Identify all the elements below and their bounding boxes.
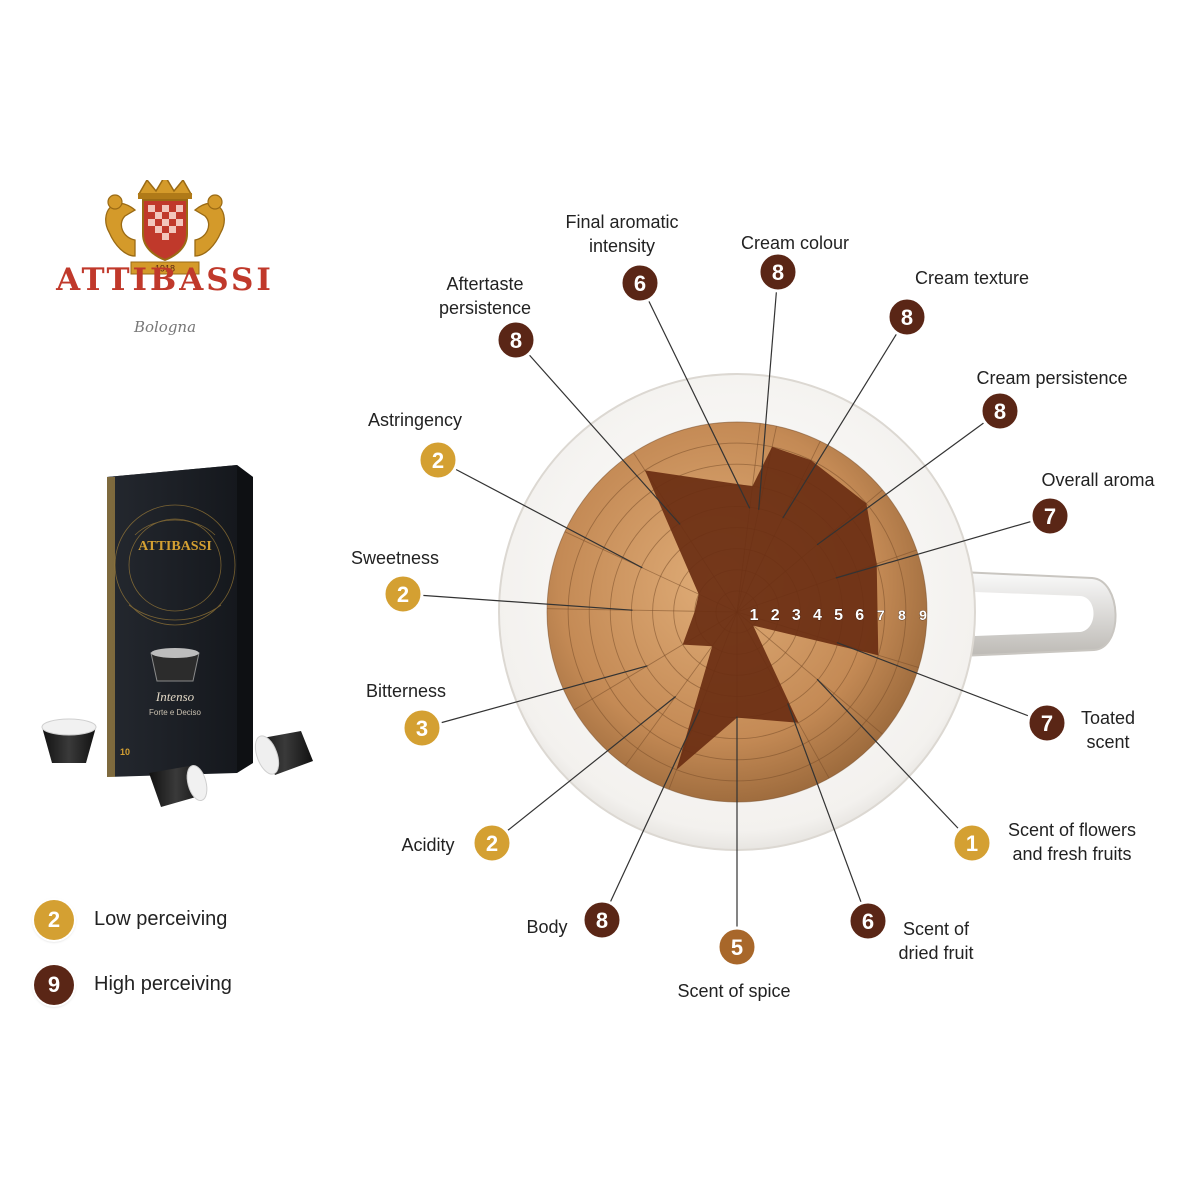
- axis-label-text: and fresh fruits: [1012, 844, 1131, 864]
- radar-scale-tick: 6: [855, 607, 864, 624]
- legend-label-low: Low perceiving: [94, 908, 228, 930]
- brand-crest-logo: 1918: [105, 180, 225, 275]
- axis-leader-line: [515, 339, 681, 525]
- box-variant-text: Intenso: [155, 689, 195, 704]
- axis-value-text: 2: [486, 831, 498, 856]
- axis-label-text: Body: [526, 917, 567, 937]
- axis-value-badge: [382, 573, 424, 615]
- radar-scale-tick: 1: [750, 607, 759, 624]
- axis-value-text: 5: [731, 935, 743, 960]
- legend-label-high: High perceiving: [94, 973, 232, 995]
- axis-value-badge: [847, 900, 889, 942]
- axis-leader-line: [491, 696, 676, 844]
- axis-leader-line: [787, 703, 869, 922]
- axis-leader-line: [836, 642, 1048, 724]
- axis-value-badge: [1026, 702, 1068, 744]
- axis-label-text: Final aromatic: [565, 212, 678, 232]
- axis-value-badge: [886, 296, 928, 338]
- axis-leader-line: [816, 678, 973, 844]
- axis-leader-line: [816, 410, 1001, 546]
- radar-scale-tick: 4: [813, 607, 822, 624]
- axis-leader-line: [782, 316, 908, 519]
- radar-scale-tick: 8: [898, 607, 906, 623]
- axis-value-text: 2: [397, 582, 409, 607]
- legend-item-low: 2 Low perceiving: [34, 900, 334, 944]
- axis-value-text: 6: [634, 271, 646, 296]
- legend-badge-high: 9: [34, 965, 74, 1005]
- axis-label-text: Acidity: [401, 835, 454, 855]
- axis-label-text: Overall aroma: [1041, 470, 1155, 490]
- axis-label-text: Bitterness: [366, 681, 446, 701]
- axis-value-text: 3: [416, 716, 428, 741]
- radar-scale-tick: 3: [792, 607, 801, 624]
- axis-value-badge: [757, 251, 799, 293]
- brand-city: Bologna: [133, 318, 197, 336]
- brand-name: ATTIBASSI: [56, 262, 274, 298]
- radar-scale-tick: 5: [834, 607, 843, 624]
- axis-value-text: 7: [1044, 504, 1056, 529]
- axis-leader-line: [758, 271, 779, 510]
- axis-value-text: 8: [901, 305, 913, 330]
- axis-label-text: Astringency: [368, 410, 462, 430]
- axis-label-text: Aftertaste: [446, 274, 523, 294]
- radar-area: [645, 446, 879, 770]
- axis-value-badge: [979, 390, 1021, 432]
- box-capsule-count: 10: [120, 747, 130, 757]
- axis-label-text: Sweetness: [351, 548, 439, 568]
- axis-label-text: Cream persistence: [976, 368, 1127, 388]
- axis-value-text: 8: [994, 399, 1006, 424]
- axis-value-text: 8: [596, 908, 608, 933]
- axis-value-badge: [716, 926, 758, 968]
- radar-scale-tick: 7: [877, 607, 885, 623]
- axis-leader-line: [835, 515, 1051, 579]
- axis-leader-line: [601, 709, 701, 921]
- axis-value-badge: [495, 319, 537, 361]
- axis-label-text: Scent of spice: [677, 981, 790, 1001]
- box-brand-text: ATTIBASSI: [138, 539, 212, 554]
- legend-item-high: 9 High perceiving: [34, 965, 334, 1009]
- axis-labels: Final aromatic intensity Cream colourCream…: [351, 212, 1156, 1001]
- axis-label-text: persistence: [439, 298, 531, 318]
- axis-label-text: intensity: [589, 236, 655, 256]
- axis-label-text: Cream colour: [741, 233, 849, 253]
- axis-value-badge: [417, 439, 459, 481]
- axis-leader-line: [639, 282, 751, 509]
- axis-value-badge: [401, 707, 443, 749]
- product-box-image: ATTIBASSI Intenso Forte e Deciso 10: [41, 465, 313, 807]
- radar-area-polygon: [645, 446, 879, 770]
- axis-value-text: 2: [432, 448, 444, 473]
- radar-scale-tick: 2: [771, 607, 780, 624]
- axis-label-text: Cream texture: [915, 268, 1029, 288]
- axis-value-badge: [471, 822, 513, 864]
- axis-label-text: scent: [1086, 732, 1129, 752]
- axis-value-text: 8: [510, 328, 522, 353]
- axis-label-text: Scent of flowers: [1008, 820, 1136, 840]
- axis-label-text: Toated: [1081, 708, 1135, 728]
- axis-label-text: Scent of: [903, 919, 970, 939]
- axis-value-badge: [619, 262, 661, 304]
- crest-year-text: 1918: [155, 264, 175, 274]
- axis-leader-line: [402, 593, 633, 611]
- axis-value-text: 7: [1041, 711, 1053, 736]
- cup-handle-inner: [975, 592, 1094, 636]
- axis-value-text: 1: [966, 831, 978, 856]
- axis-leader-lines: [402, 271, 1051, 947]
- axis-value-text: 6: [862, 909, 874, 934]
- axis-leader-line: [437, 459, 643, 569]
- axis-value-badge: [951, 822, 993, 864]
- axis-leader-line: [421, 665, 648, 729]
- box-variant-sub-text: Forte e Deciso: [149, 708, 202, 717]
- axis-value-text: 8: [772, 260, 784, 285]
- radar-scale-tick: 9: [919, 607, 927, 623]
- radar-grid-spoke: [736, 611, 883, 735]
- axis-label-text: dried fruit: [898, 943, 973, 963]
- axis-value-badge: [581, 899, 623, 941]
- legend-badge-low: 2: [34, 900, 74, 940]
- axis-value-badge: [1029, 495, 1071, 537]
